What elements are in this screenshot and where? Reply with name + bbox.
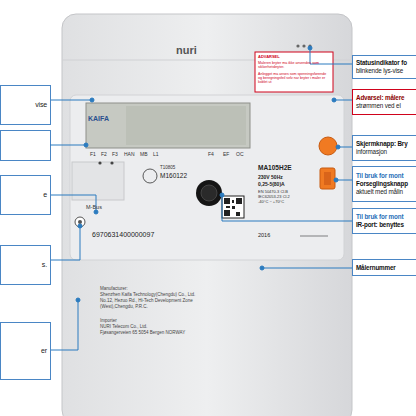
nameplate-text: No.12, Hezuo Rd., Hi-Tech Development Zo… — [100, 298, 193, 303]
rating-text: 0,25-5(80)A — [258, 182, 285, 188]
standard-text: IEC62053-23 Cl.2 — [258, 195, 290, 200]
callout-text: Advarsel: målere — [356, 94, 416, 102]
nameplate-text: Importer — [100, 318, 117, 323]
ir-port-lens — [201, 185, 217, 201]
leader-lines — [50, 46, 352, 350]
mbus-pin — [78, 220, 82, 224]
warning-text: Måleren bryter må ikke anvendes som sikk… — [258, 61, 330, 69]
qr-pattern — [224, 198, 242, 216]
callout-text: Målernummer — [356, 264, 416, 272]
indicator-label: F2 — [101, 152, 107, 158]
indicator-label: F3 — [112, 152, 118, 158]
callout-box: er — [0, 322, 51, 380]
indicator-label: F4 — [208, 152, 214, 158]
mbus-connector — [75, 217, 85, 227]
callout-box: Skjermknapp: Bryinformasjon — [352, 135, 416, 161]
callout-box: Til bruk for montIR-port: benyttes — [352, 208, 416, 234]
callout-text: s. — [4, 261, 47, 270]
lcd-window — [126, 106, 246, 145]
callout-text: blinkende lys-vise — [356, 67, 416, 75]
certificate-number: T10805 — [160, 165, 175, 170]
meter-number: 6970631400000097 — [92, 231, 154, 239]
callout-text: informasjon — [356, 148, 416, 156]
warning-title: ADVARSEL — [258, 55, 280, 60]
led — [302, 44, 305, 47]
callout-box: vise — [0, 85, 51, 125]
standard-text: EN 50470-3 Cl.B — [258, 190, 288, 195]
nameplate-text: Shenzhen Kaifa Technology(Chengdu) Co., … — [100, 292, 195, 297]
callout-box: e — [0, 175, 51, 215]
model-number: MA105H2E — [258, 164, 292, 171]
seal-button-inner — [324, 172, 331, 185]
callout-text: Statusindikator fo — [356, 59, 416, 67]
front-panel — [70, 95, 344, 260]
callout-text: aktuelt med målin — [356, 188, 416, 196]
callout-box: Til bruk for montForseglingsknappaktuelt… — [352, 166, 416, 202]
warning-text: Anlegget må anses som spenningsførende o… — [258, 72, 330, 84]
rating-text: 230V 50Hz — [258, 175, 283, 181]
brand-logo: nuri — [176, 44, 197, 57]
led — [110, 161, 113, 164]
callout-box: s. — [0, 245, 51, 285]
display-button — [319, 137, 337, 155]
callout-box: Statusindikator foblinkende lys-vise — [352, 55, 416, 79]
led — [296, 44, 299, 47]
callout-box: Målernummer — [352, 259, 416, 276]
callout-text: Forseglingsknapp — [356, 180, 416, 188]
callout-text: Til bruk for mont — [356, 213, 416, 221]
certificate-number: M160122 — [160, 172, 187, 179]
meter-body — [62, 14, 352, 416]
callout-text: er — [4, 347, 47, 356]
manufacturer-logo: KAIFA — [88, 115, 109, 123]
warning-sticker — [255, 52, 333, 92]
callout-text: vise — [4, 101, 47, 110]
qr-code — [222, 196, 244, 218]
year-text: 2016 — [258, 232, 270, 238]
port-label: M-Bus — [86, 204, 102, 210]
led — [98, 161, 101, 164]
standard-text: -40°C ~ +70°C — [258, 200, 284, 205]
seal-button — [320, 168, 335, 189]
callout-text: IR-port: benyttes — [356, 221, 416, 229]
terminal-window — [72, 162, 124, 200]
mid-mark — [300, 236, 328, 237]
indicator-label: L1 — [153, 152, 159, 158]
callout-text: Skjermknapp: Bry — [356, 140, 416, 148]
ce-mark — [143, 169, 157, 183]
lcd-display — [86, 103, 250, 148]
callout-box: Advarsel: målerestrømmen ved el — [352, 89, 416, 115]
indicator-label: F1 — [90, 152, 96, 158]
indicator-label: MB — [140, 152, 148, 158]
callout-text: e — [4, 191, 47, 200]
callout-text: strømmen ved el — [356, 102, 416, 110]
callout-text: Til bruk for mont — [356, 172, 416, 180]
indicator-label: HAN — [124, 152, 135, 158]
indicator-label: OC — [236, 152, 244, 158]
nameplate-text: (West),Chengdu, P.R.C. — [100, 304, 148, 309]
nameplate-text: Fjøsangerveien 65 5054 Bergen NORWAY — [100, 330, 185, 335]
indicator-label: EF — [223, 152, 229, 158]
callout-box — [1, 131, 51, 161]
nameplate-text: Manufacturer: — [100, 286, 128, 291]
ir-port — [196, 180, 222, 206]
nameplate-text: NURI Telecom Co., Ltd. — [100, 324, 147, 329]
